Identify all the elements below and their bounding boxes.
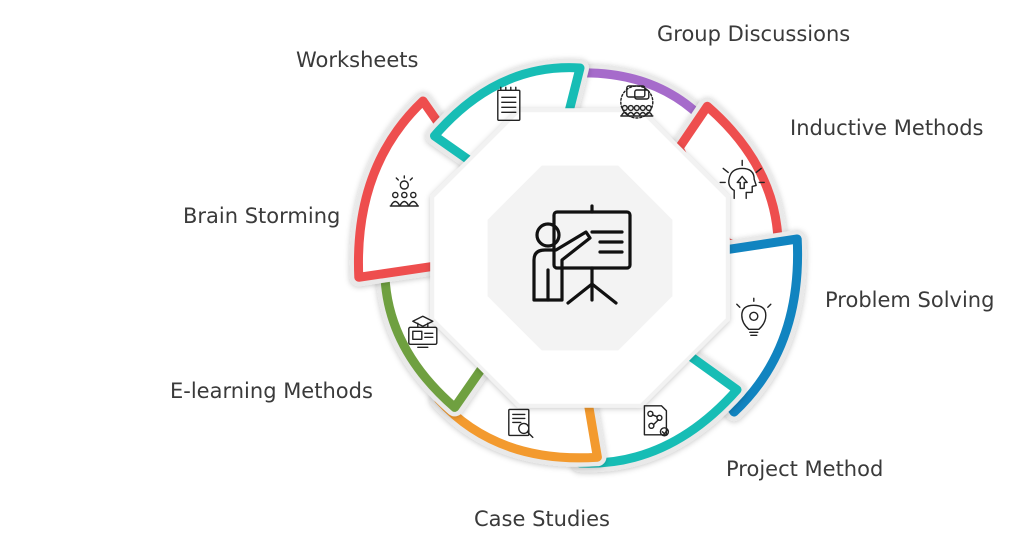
hub-core xyxy=(487,165,673,351)
label-case-studies: Case Studies xyxy=(474,507,610,531)
teacher-presentation-icon xyxy=(532,204,632,305)
label-brain-storming: Brain Storming xyxy=(183,204,341,228)
group-chat-icon xyxy=(620,85,654,119)
worksheet-icon xyxy=(497,86,521,122)
lightbulb-gear-icon xyxy=(736,297,772,336)
team-idea-icon xyxy=(389,175,419,207)
label-worksheets: Worksheets xyxy=(296,48,419,72)
label-group-discussions: Group Discussions xyxy=(657,22,851,46)
head-idea-icon xyxy=(719,159,765,200)
document-magnifier-icon xyxy=(508,408,534,439)
label-e-learning-methods: E-learning Methods xyxy=(170,379,373,403)
method-icons xyxy=(389,85,772,439)
segment-worksheets xyxy=(425,58,589,177)
label-project-method: Project Method xyxy=(726,457,884,481)
center-hub xyxy=(430,108,730,408)
project-plan-icon xyxy=(643,405,670,437)
label-problem-solving: Problem Solving xyxy=(825,288,995,312)
computer-graduation-icon xyxy=(408,315,438,348)
segment-border xyxy=(430,63,585,173)
label-inductive-methods: Inductive Methods xyxy=(790,116,984,140)
